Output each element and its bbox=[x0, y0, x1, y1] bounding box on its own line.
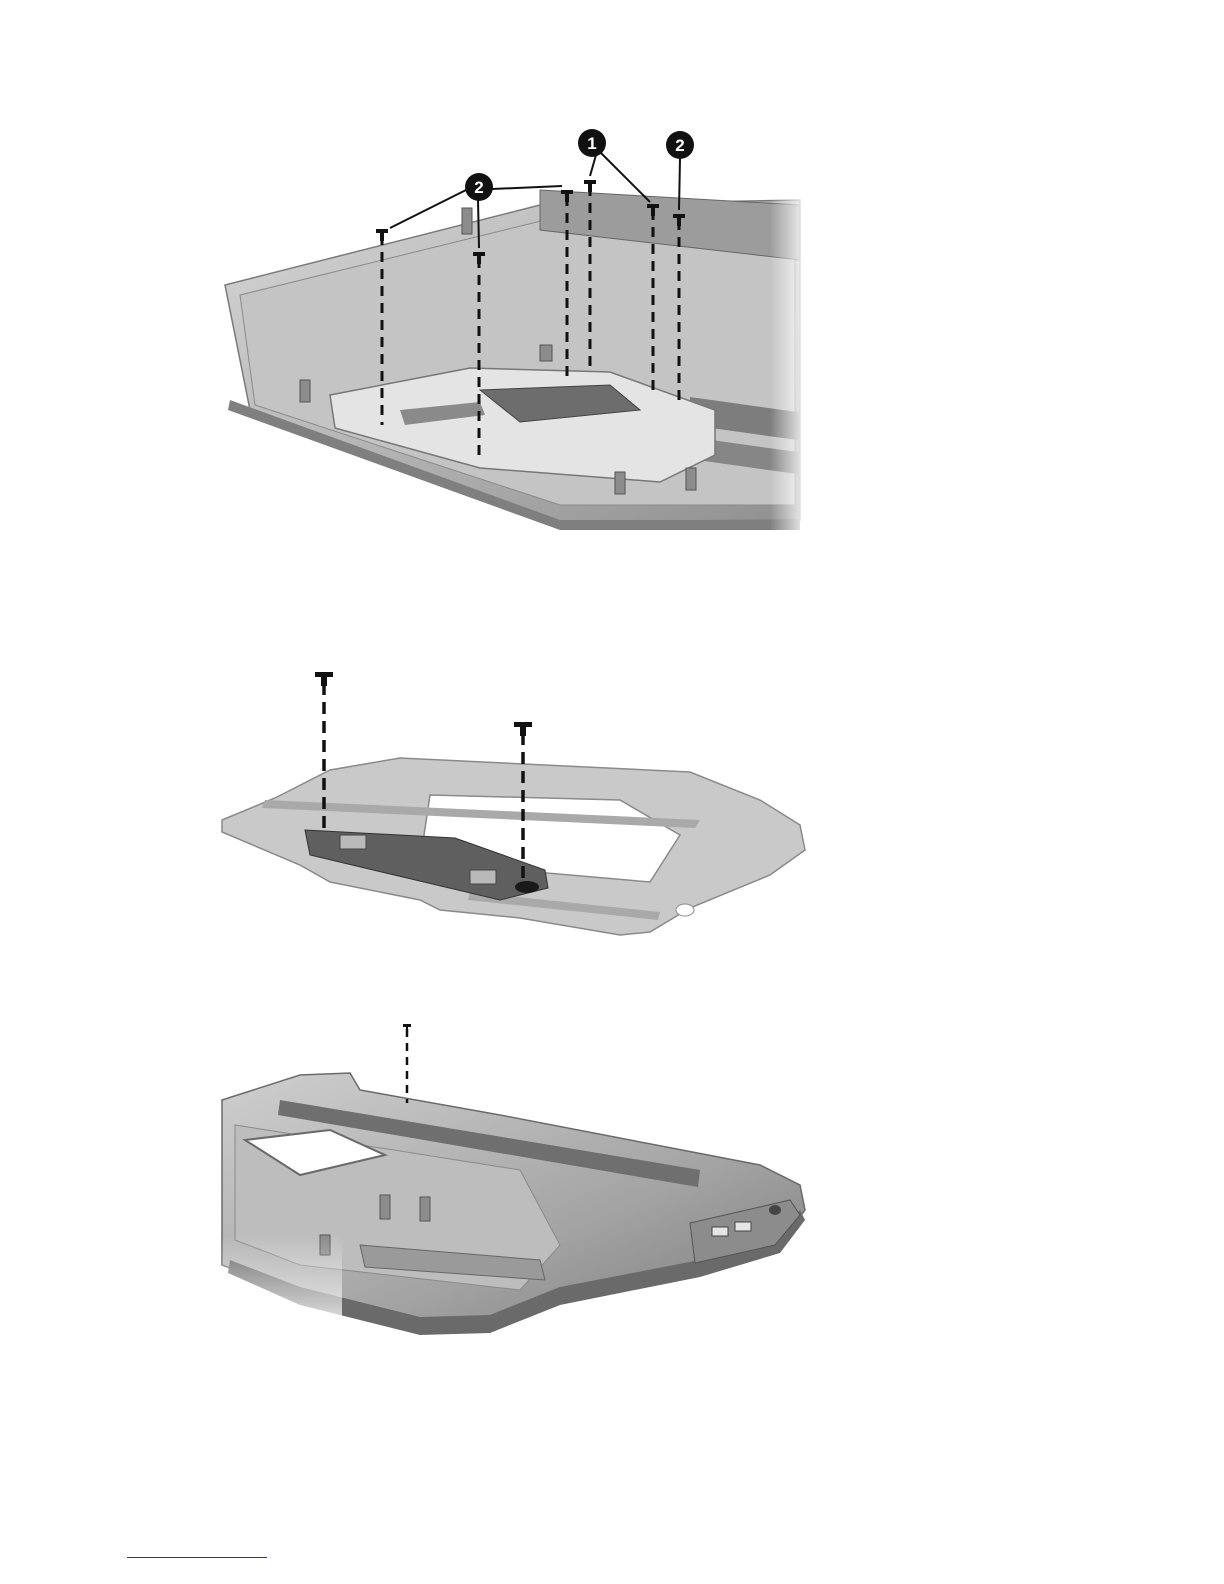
screws bbox=[403, 1024, 411, 1103]
diagram-touchpad-bracket-detail bbox=[0, 650, 1224, 950]
diagram-touchpad-bracket-screws: 1 2 2 bbox=[0, 110, 1224, 530]
standoff bbox=[686, 468, 696, 490]
standoff bbox=[615, 472, 625, 494]
fade-overlay bbox=[222, 1235, 342, 1335]
diagram-base-enclosure bbox=[0, 1005, 1224, 1340]
standoff bbox=[380, 1195, 390, 1219]
callout-2-left-label: 2 bbox=[474, 178, 483, 197]
usb-port bbox=[735, 1222, 751, 1231]
figure-touchpad-bracket-screws: 1 2 2 bbox=[0, 110, 1224, 530]
fade-overlay bbox=[770, 190, 810, 530]
button-switch bbox=[340, 835, 366, 849]
standoff bbox=[420, 1197, 430, 1221]
footer-rule bbox=[127, 1557, 267, 1558]
callout-2-right-label: 2 bbox=[675, 136, 684, 155]
mount-tab bbox=[676, 904, 694, 916]
audio-jack bbox=[769, 1205, 781, 1215]
button-switch bbox=[470, 870, 496, 884]
callout-1-label: 1 bbox=[587, 134, 596, 153]
figure-touchpad-bracket-detail bbox=[0, 650, 1224, 950]
standoff bbox=[540, 345, 552, 361]
standoff bbox=[300, 380, 310, 402]
usb-port bbox=[712, 1227, 728, 1236]
screw bbox=[403, 1024, 411, 1103]
standoff bbox=[462, 208, 472, 234]
figure-base-enclosure bbox=[0, 1005, 1224, 1340]
screw-hole bbox=[515, 881, 539, 893]
